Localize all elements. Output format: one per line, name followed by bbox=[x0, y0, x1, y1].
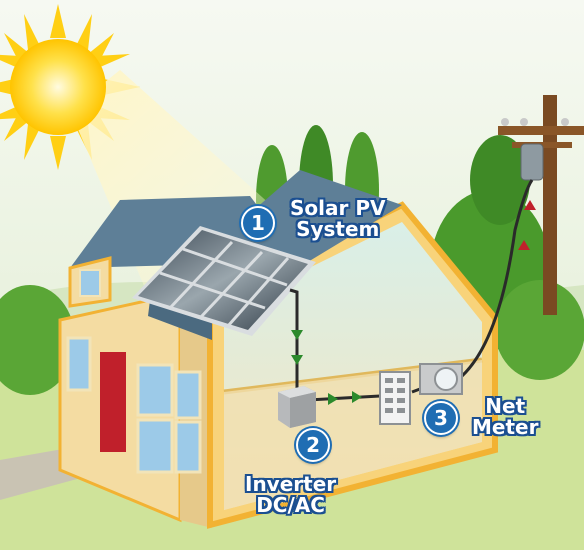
windows bbox=[66, 336, 202, 474]
utility-pole bbox=[498, 95, 584, 315]
callout-solar-pv: 1 Solar PV System bbox=[241, 198, 385, 240]
net-meter bbox=[419, 363, 463, 395]
callout-label-inverter: Inverter DC/AC bbox=[245, 472, 337, 517]
grid-arrows bbox=[518, 200, 536, 250]
callout-label-net-meter: Net Meter bbox=[472, 394, 539, 439]
front-door bbox=[100, 352, 126, 452]
callout-number-2: 2 bbox=[296, 428, 331, 462]
callout-inverter: 2 Inverter DC/AC bbox=[245, 428, 336, 516]
callout-label-solar-pv: Solar PV System bbox=[290, 196, 386, 241]
inverter-box bbox=[278, 386, 316, 428]
callout-number-3: 3 bbox=[424, 401, 458, 435]
breaker-panel bbox=[379, 371, 411, 425]
callout-number-1: 1 bbox=[241, 206, 275, 240]
sun bbox=[10, 39, 106, 135]
current-arrows bbox=[291, 330, 362, 405]
solar-panel-array bbox=[132, 226, 316, 336]
callout-net-meter: 3 Net Meter bbox=[424, 394, 539, 439]
